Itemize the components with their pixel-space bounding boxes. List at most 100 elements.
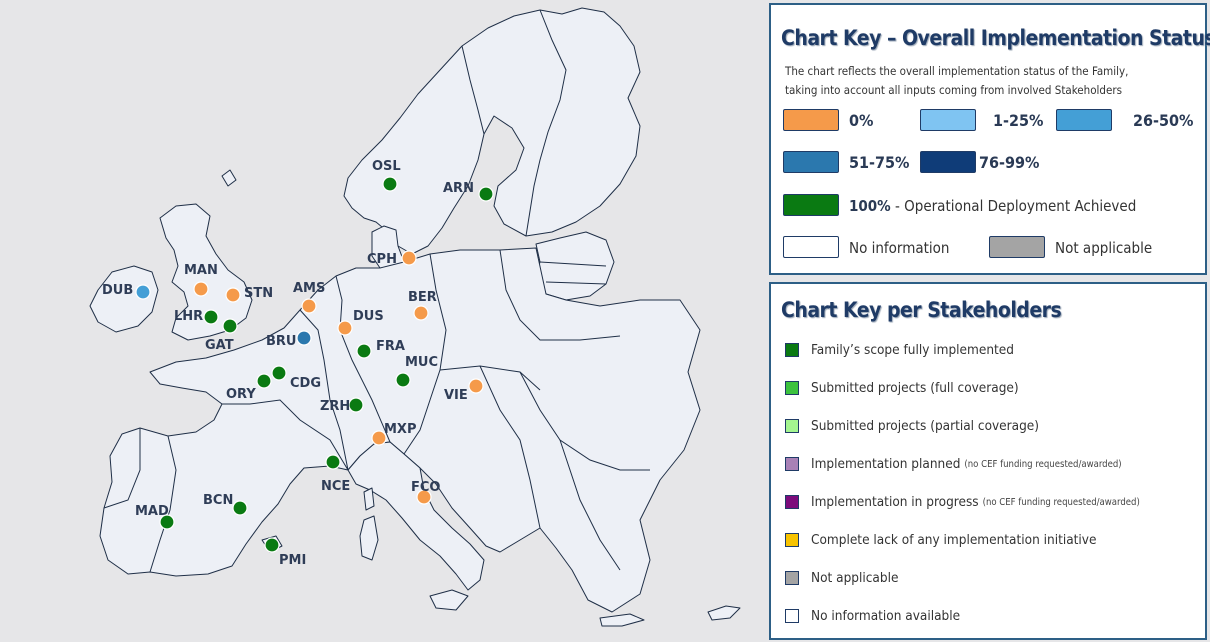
label-2: 26-50% <box>1133 111 1194 130</box>
stakeholder-key-label: No information available <box>811 608 961 624</box>
airport-cdg: CDG <box>271 365 321 391</box>
swatch-0 <box>783 109 839 131</box>
airport-label: MAD <box>135 504 169 519</box>
label-6: No information <box>849 239 950 257</box>
airport-label: MXP <box>384 422 417 437</box>
airport-label: DUS <box>353 309 384 324</box>
continental-europe-landmass <box>99 247 701 613</box>
airport-muc: MUC <box>395 355 438 388</box>
airport-marker <box>401 250 417 266</box>
airport-osl: OSL <box>372 159 401 192</box>
airport-marker <box>395 372 411 388</box>
label-5: 100% - Operational Deployment Achieved <box>849 197 1136 215</box>
airport-label: AMS <box>293 281 325 296</box>
stakeholder-key-note: (no CEF funding requested/awarded) <box>964 458 1122 470</box>
airport-label: MUC <box>405 355 438 370</box>
airport-marker <box>135 284 151 300</box>
label-5-bold: 100% <box>849 197 891 215</box>
airport-bcn: BCN <box>203 493 248 516</box>
swatch-1 <box>920 109 976 131</box>
stakeholder-key-swatch <box>785 419 799 433</box>
stakeholder-key-swatch <box>785 343 799 357</box>
sicily-landmass <box>429 589 469 611</box>
airport-label: OSL <box>372 159 401 174</box>
label-0: 0% <box>849 111 874 130</box>
swatch-4 <box>920 151 976 173</box>
airport-dus: DUS <box>337 309 384 336</box>
stakeholder-key-swatch <box>785 457 799 471</box>
stakeholder-key-swatch <box>785 533 799 547</box>
airport-label: BCN <box>203 493 233 508</box>
airport-marker <box>264 537 280 553</box>
swatch-3 <box>783 151 839 173</box>
baltic-borders <box>539 261 607 285</box>
airport-label: DUB <box>102 283 133 298</box>
swatch-7 <box>989 236 1045 258</box>
stakeholder-key-item: Complete lack of any implementation init… <box>785 530 1096 550</box>
shetland-islands <box>221 169 237 187</box>
airport-lhr: LHR <box>174 309 219 325</box>
airport-marker <box>478 186 494 202</box>
label-3: 51-75% <box>849 153 910 172</box>
airport-marker <box>256 373 272 389</box>
airport-marker <box>382 176 398 192</box>
stakeholder-key-item: Family’s scope fully implemented <box>785 340 1014 360</box>
overall-key-title: Chart Key – Overall Implementation Statu… <box>781 26 1210 50</box>
finland-border <box>525 9 567 237</box>
airport-fco: FCO <box>411 480 440 505</box>
airport-ams: AMS <box>293 281 325 314</box>
airport-stn: STN <box>225 286 273 303</box>
airport-marker <box>193 281 209 297</box>
airport-mxp: MXP <box>371 422 417 446</box>
airport-label: ZRH <box>320 399 350 414</box>
airport-marker <box>203 309 219 325</box>
stakeholder-key-label: Complete lack of any implementation init… <box>811 532 1097 548</box>
airport-label: ORY <box>226 387 256 402</box>
stakeholder-key-note: (no CEF funding requested/awarded) <box>982 496 1140 508</box>
stakeholder-key-label: Implementation in progress <box>811 494 979 510</box>
label-5-text: - Operational Deployment Achieved <box>890 197 1137 215</box>
airport-marker <box>468 378 484 394</box>
airport-marker <box>271 365 287 381</box>
stakeholder-key-item: Submitted projects (full coverage) <box>785 378 1019 398</box>
airport-marker <box>159 514 175 530</box>
stakeholder-key-swatch <box>785 609 799 623</box>
overall-status-key-panel: Chart Key – Overall Implementation Statu… <box>769 3 1210 275</box>
swatch-2 <box>1056 109 1112 131</box>
airport-arn: ARN <box>443 181 494 202</box>
swatch-6 <box>783 236 839 258</box>
airport-label: CDG <box>290 376 321 391</box>
airport-marker <box>371 430 387 446</box>
stakeholder-key-swatch <box>785 381 799 395</box>
airport-label: LHR <box>174 309 203 324</box>
airport-label: VIE <box>444 388 468 403</box>
crete-landmass <box>599 613 645 627</box>
stakeholder-key-item: Submitted projects (partial coverage) <box>785 416 1039 436</box>
airport-pmi: PMI <box>264 537 306 568</box>
stakeholder-key-title: Chart Key per Stakeholders <box>781 298 1062 322</box>
label-1: 1-25% <box>993 111 1044 130</box>
airport-label: ARN <box>443 181 474 196</box>
airport-label: NCE <box>321 479 350 494</box>
stakeholder-key-item: Implementation planned(no CEF funding re… <box>785 454 1122 474</box>
airport-ory: ORY <box>226 373 272 402</box>
airport-marker <box>232 500 248 516</box>
airport-marker <box>337 320 353 336</box>
airport-label: GAT <box>205 338 234 353</box>
cyprus-landmass <box>707 605 741 621</box>
airport-marker <box>301 298 317 314</box>
corsica-landmass <box>363 487 375 511</box>
stakeholder-key-label: Family’s scope fully implemented <box>811 342 1014 358</box>
stakeholder-key-item: No information available <box>785 606 960 626</box>
airport-zrh: ZRH <box>320 397 364 414</box>
airport-label: BER <box>408 290 437 305</box>
airport-marker <box>348 397 364 413</box>
airport-label: PMI <box>279 553 306 568</box>
airport-marker <box>325 454 341 470</box>
airport-marker <box>416 489 432 505</box>
airport-label: MAN <box>184 263 218 278</box>
stakeholder-key-swatch <box>785 571 799 585</box>
airport-cph: CPH <box>367 250 417 267</box>
overall-key-description-line1: The chart reflects the overall implement… <box>785 64 1129 78</box>
